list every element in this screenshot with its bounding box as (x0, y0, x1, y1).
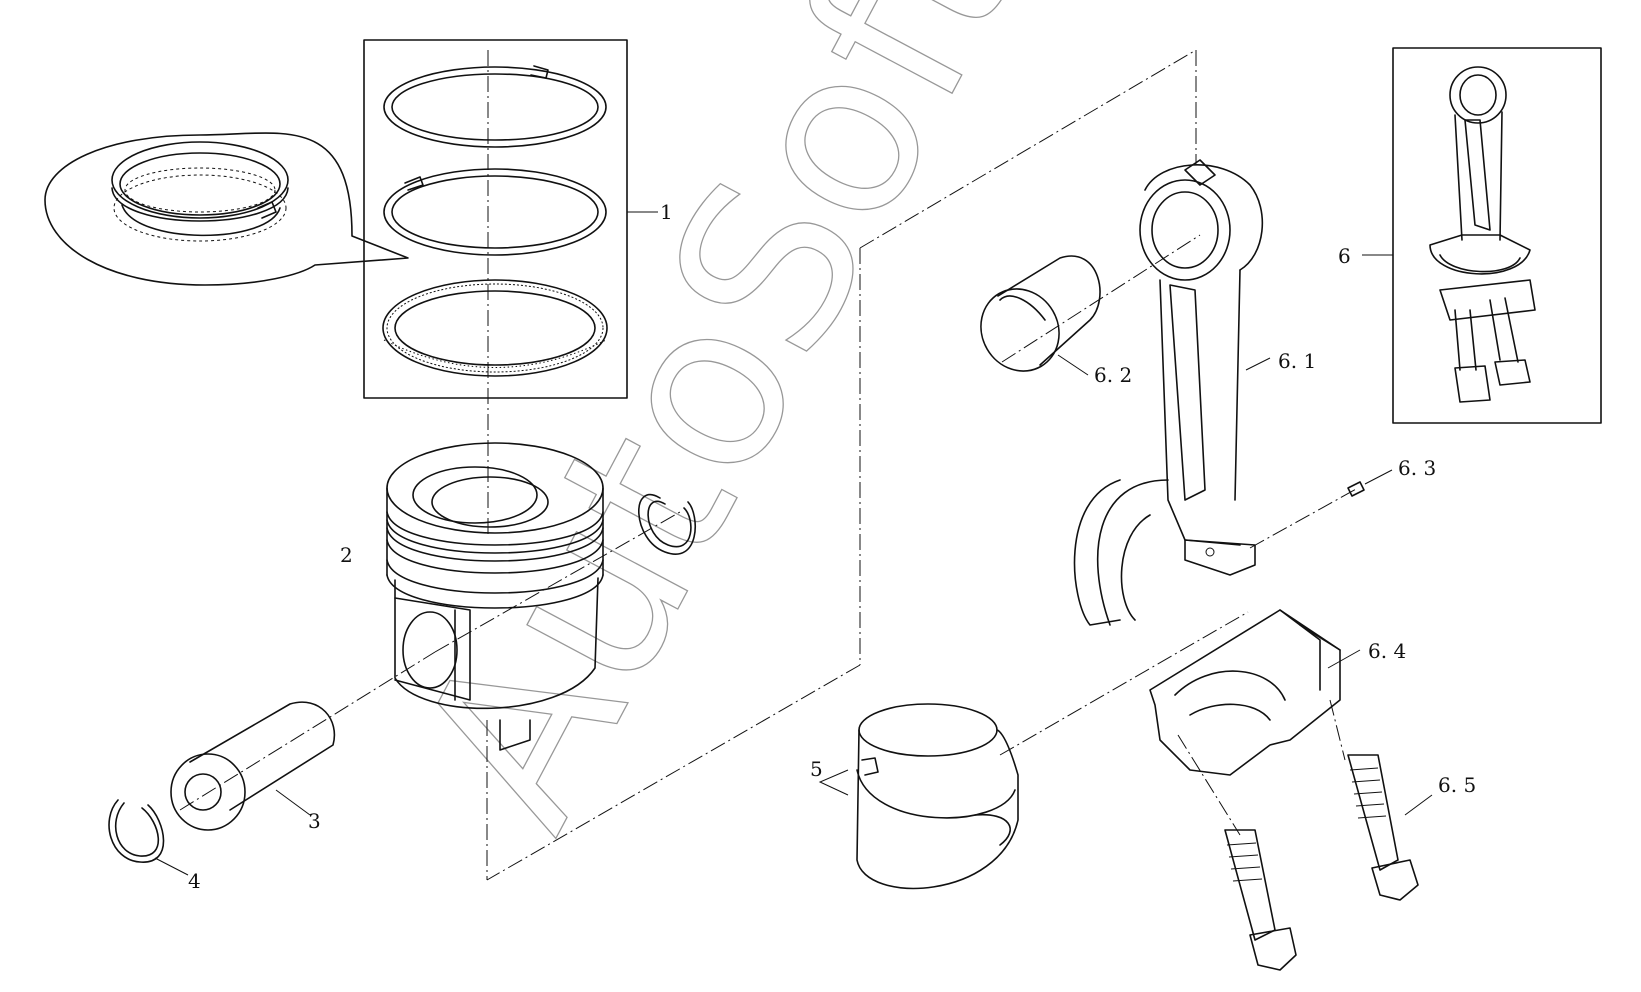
callout-6-5: 6. 5 (1438, 773, 1476, 797)
piston-ring-set (363, 39, 658, 399)
rod-cap (1149, 609, 1361, 776)
snap-ring-left (108, 799, 189, 876)
callout-6-2: 6. 2 (1094, 363, 1132, 387)
callout-3: 3 (308, 809, 321, 833)
compression-ring-top (383, 65, 607, 148)
callout-1: 1 (660, 200, 673, 224)
rod-assembly-inset (1362, 47, 1602, 424)
callout-6-4: 6. 4 (1368, 639, 1406, 663)
watermark: AutoSoft (367, 0, 1068, 866)
snap-ring-right (638, 494, 697, 555)
callout-6: 6 (1338, 244, 1351, 268)
small-end-bush (980, 255, 1101, 376)
leader-62 (1057, 354, 1089, 376)
callout-labels: 1 2 3 4 5 6 6. 1 6. 2 6. 3 6. 4 6. 5 (188, 200, 1476, 893)
rod-assembly-frame (1392, 47, 1602, 424)
piston (386, 442, 604, 751)
callout-5: 5 (810, 757, 823, 781)
plane-line-top (859, 49, 1197, 249)
cap-bolt-right (1347, 754, 1433, 901)
piston-pin (170, 701, 336, 831)
leader-63 (1364, 469, 1393, 485)
leader-64 (1327, 649, 1361, 669)
callout-6-3: 6. 3 (1398, 456, 1436, 480)
leader-61 (1245, 357, 1271, 371)
leader-3 (275, 789, 311, 816)
center-lines (179, 49, 1359, 881)
ring-set-frame (363, 39, 628, 399)
callout-2: 2 (340, 543, 353, 567)
connecting-rod (1073, 159, 1271, 626)
dowel-pin (1347, 469, 1393, 497)
compression-ring-second (383, 168, 607, 256)
oil-control-ring (382, 279, 608, 377)
leader-4 (154, 857, 189, 876)
big-end-bearing-shells (818, 703, 1019, 890)
oil-ring-detail-bubble (44, 132, 409, 286)
cap-bolt-left (1224, 829, 1297, 971)
callout-6-1: 6. 1 (1278, 349, 1316, 373)
leader-65 (1404, 794, 1433, 816)
leader-5 (818, 769, 849, 796)
watermark-text: AutoSoft (368, 0, 1068, 866)
callout-4: 4 (188, 869, 201, 893)
